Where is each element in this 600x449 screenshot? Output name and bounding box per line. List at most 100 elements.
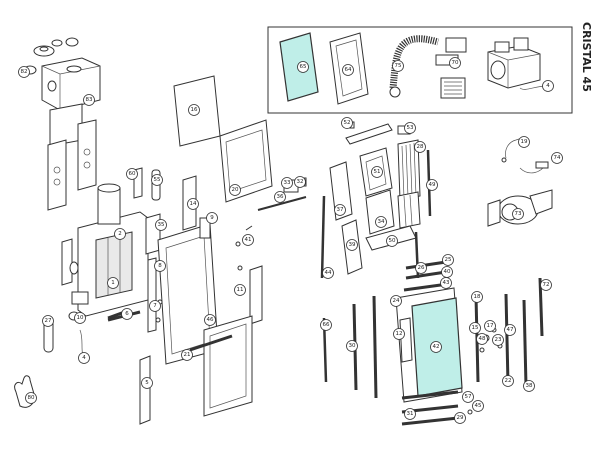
- main-callout-4: 4: [78, 352, 90, 364]
- main-callout-1: 1: [107, 277, 119, 289]
- main-callout-18: 18: [471, 291, 483, 303]
- main-callout-15: 15: [469, 322, 481, 334]
- main-callout-10: 10: [74, 312, 86, 324]
- main-callout-16: 16: [188, 104, 200, 116]
- main-callout-11: 11: [234, 284, 246, 296]
- callout-number: 47: [507, 327, 514, 333]
- inset-callout-65: 65: [297, 61, 309, 73]
- callout-number: 64: [345, 67, 352, 73]
- flexible-duct: [389, 35, 439, 89]
- blower-box: [487, 37, 547, 90]
- main-callout-34: 34: [375, 216, 387, 228]
- callout-number: 25: [445, 257, 452, 263]
- main-callout-39: 39: [346, 239, 358, 251]
- callout-number: 70: [452, 60, 459, 66]
- callout-number: 51: [374, 169, 381, 175]
- callout-number: 33: [284, 180, 291, 186]
- diagram-title: CRISTAL 45: [580, 22, 593, 92]
- main-callout-5: 5: [141, 377, 153, 389]
- callout-number: 22: [505, 378, 512, 384]
- callout-number: 12: [396, 331, 403, 337]
- inset-callout-75: 75: [392, 60, 404, 72]
- main-callout-25: 25: [442, 254, 454, 266]
- main-callout-33: 33: [281, 177, 293, 189]
- main-callout-14: 14: [187, 198, 199, 210]
- inset-callout-70: 70: [449, 57, 461, 69]
- callout-number: 16: [191, 107, 198, 113]
- main-callout-43: 43: [440, 277, 452, 289]
- callout-number: 27: [45, 318, 52, 324]
- callout-number: 36: [277, 194, 284, 200]
- callout-number: 30: [349, 343, 356, 349]
- callout-number: 2: [118, 231, 122, 237]
- callout-number: 11: [237, 287, 244, 293]
- callout-number: 21: [184, 352, 191, 358]
- main-callout-7: 7: [149, 300, 161, 312]
- main-callout-66: 66: [320, 319, 332, 331]
- callout-number: 39: [349, 242, 356, 248]
- main-callout-30: 30: [346, 340, 358, 352]
- callout-number: 28: [417, 144, 424, 150]
- main-callout-48: 48: [476, 333, 488, 345]
- callout-number: 42: [433, 344, 440, 350]
- callout-number: 83: [86, 97, 93, 103]
- callout-number: 9: [210, 215, 214, 221]
- main-callout-36: 36: [274, 191, 286, 203]
- main-callout-40: 40: [441, 266, 453, 278]
- main-callout-31: 31: [404, 408, 416, 420]
- callout-number: 14: [190, 201, 197, 207]
- main-callout-6: 6: [121, 308, 133, 320]
- callout-number: 74: [554, 155, 561, 161]
- callout-number: 75: [395, 63, 402, 69]
- main-callout-57: 57: [462, 391, 474, 403]
- main-callout-51: 51: [371, 166, 383, 178]
- main-callout-80: 80: [25, 392, 37, 404]
- callout-number: 44: [325, 270, 332, 276]
- callout-number: 17: [487, 323, 494, 329]
- main-callout-52: 52: [341, 117, 353, 129]
- main-callout-28: 28: [414, 141, 426, 153]
- callout-number: 20: [232, 187, 239, 193]
- callout-number: 53: [407, 125, 414, 131]
- main-callout-55: 55: [151, 174, 163, 186]
- callout-number: 73: [515, 211, 522, 217]
- main-callout-24: 24: [390, 295, 402, 307]
- main-callout-73: 73: [512, 208, 524, 220]
- callout-number: 55: [154, 177, 161, 183]
- callout-number: 43: [443, 280, 450, 286]
- main-callout-12: 12: [393, 328, 405, 340]
- callout-number: 23: [495, 337, 502, 343]
- callout-number: 60: [129, 171, 136, 177]
- callout-number: 4: [82, 355, 86, 361]
- callout-number: 48: [479, 336, 486, 342]
- callout-number: 34: [378, 219, 385, 225]
- main-callout-38: 38: [523, 380, 535, 392]
- main-callout-8: 8: [154, 260, 166, 272]
- right-upper-assembly: [320, 121, 432, 279]
- callout-number: 72: [543, 282, 550, 288]
- main-callout-53: 53: [404, 122, 416, 134]
- callout-number: 29: [457, 415, 464, 421]
- callout-number: 46: [207, 317, 214, 323]
- main-callout-17: 17: [484, 320, 496, 332]
- main-callout-37: 37: [334, 204, 346, 216]
- callout-number: 6: [125, 311, 129, 317]
- callout-number: 26: [418, 265, 425, 271]
- callout-number: 8: [158, 263, 162, 269]
- callout-number: 31: [407, 411, 414, 417]
- main-callout-60: 60: [126, 168, 138, 180]
- callout-number: 19: [521, 139, 528, 145]
- main-callout-23: 23: [492, 334, 504, 346]
- inset-panel: [267, 26, 573, 114]
- callout-number: 10: [77, 315, 84, 321]
- main-callout-20: 20: [229, 184, 241, 196]
- callout-number: 1: [111, 280, 115, 286]
- main-callout-29: 29: [454, 412, 466, 424]
- main-callout-41: 41: [242, 234, 254, 246]
- callout-number: 18: [474, 294, 481, 300]
- inset-callout-64: 64: [342, 64, 354, 76]
- callout-number: 41: [245, 237, 252, 243]
- main-callout-32: 32: [294, 176, 306, 188]
